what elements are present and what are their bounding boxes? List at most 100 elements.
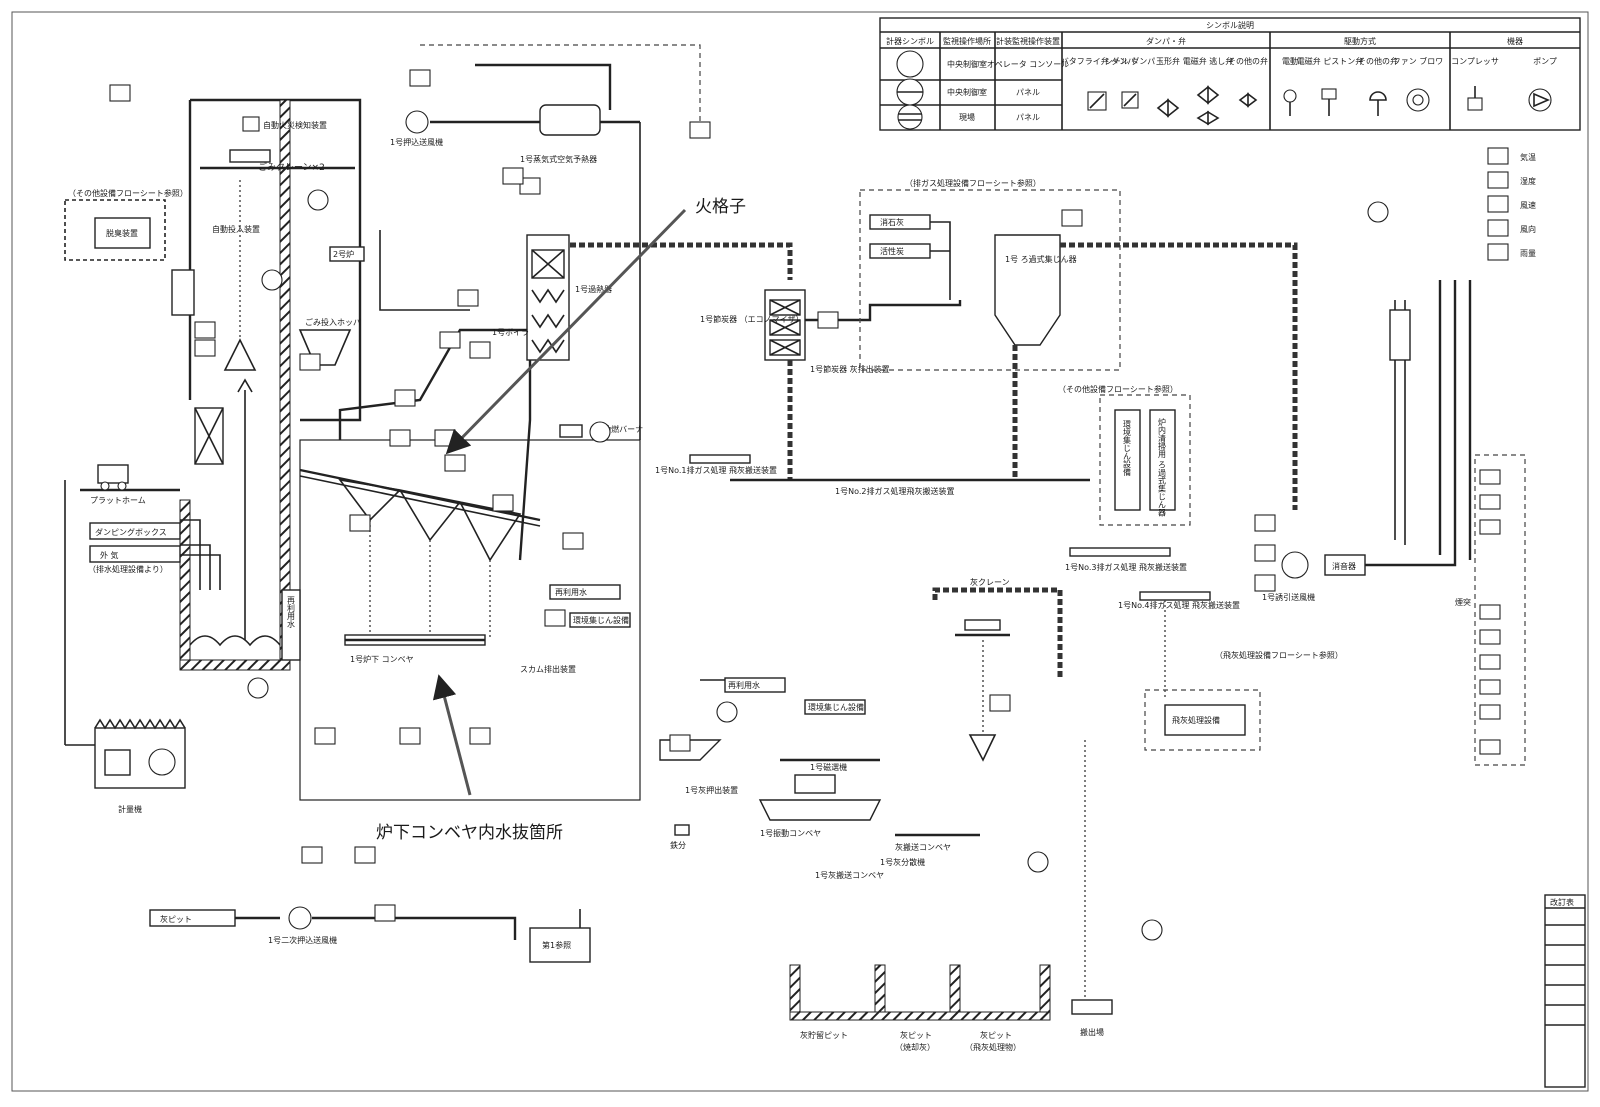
slaked-lime-label: 消石灰 — [880, 217, 904, 227]
primary-fan-icon — [405, 110, 429, 134]
legend-sub-0: バタフライ弁 ダンパ — [1061, 56, 1136, 66]
instrument-symbol-field-icon — [897, 104, 923, 130]
legend-header-2: 計装監視操作装置 — [996, 36, 1060, 46]
hopper-label: ごみ投入ホッパ — [305, 317, 361, 327]
weather-instruments: 気温 湿度 風速 風向 雨量 — [1487, 147, 1536, 261]
furnace-conveyor-label: 1号炉下 コンベヤ — [350, 654, 414, 664]
superheater-label: 1号過熱器 — [575, 284, 612, 294]
legend-header-5: 機器 — [1507, 36, 1523, 46]
loading-label: 搬出場 — [1080, 1027, 1104, 1037]
bag-filter-label: 1号 ろ過式集じん器 — [1005, 254, 1077, 264]
aux-burner-label: 1号助燃バーナ — [590, 424, 643, 434]
legend-sub-10: ポンプ — [1533, 57, 1557, 66]
vibrating-conveyor — [758, 799, 882, 821]
waste-crane-label: ごみクレーン×2 — [258, 161, 325, 173]
flue-gas-path: 1号節炭器 （エコノマイザ） 1号節炭器 灰排出装置 （排ガス処理設備フローシー… — [570, 178, 1298, 510]
env-dust-3-label: 環境集じん設備 — [808, 702, 864, 712]
bag-filter — [994, 234, 1061, 346]
reuse-water-3-label: 再利用水 — [728, 680, 760, 690]
annotations: 火格子 炉下コンベヤ内水抜箇所 — [376, 197, 746, 843]
scum-remover-label: スカム排出装置 — [520, 664, 576, 674]
ash-conveyors: 1号No.1排ガス処理 飛灰搬送装置 1号No.2排ガス処理飛灰搬送装置 1号N… — [655, 384, 1343, 751]
stack-label: 煙突 — [1455, 597, 1471, 607]
ash-treatment-ref-label: （飛灰処理設備フローシート参照） — [1215, 650, 1343, 660]
legend-header-4: 駆動方式 — [1344, 36, 1376, 46]
svg-text:風速: 風速 — [1520, 201, 1536, 210]
revision-table: 改訂表 — [1544, 894, 1586, 1088]
legend-row-1-place: 中央制御室 — [947, 87, 987, 97]
svg-text:湿度: 湿度 — [1520, 176, 1536, 186]
grab-bucket-icon — [223, 338, 257, 371]
legend-title: シンボル説明 — [1206, 20, 1254, 30]
instrument-symbol-icon — [896, 50, 924, 78]
fire-detector-icon — [242, 116, 260, 132]
pit-2-label: 灰ピット — [900, 1030, 932, 1040]
legend-sub-6: 電磁弁 ピストン弁 — [1297, 56, 1364, 66]
grate-annotation: 火格子 — [695, 197, 746, 217]
loading-truck-icon — [1071, 999, 1113, 1015]
legend-sub-9: コンプレッサ — [1451, 57, 1499, 66]
ash-crane-label: 灰クレーン — [970, 577, 1010, 587]
instrument-tags — [109, 69, 1389, 941]
weighbridge-label: 計量機 — [118, 804, 142, 814]
induced-fan-icon — [1281, 551, 1309, 579]
hopper: ごみ投入ホッパ 2号炉 自動投入装置 — [212, 224, 365, 366]
legend-row-2-place: 現場 — [959, 112, 975, 122]
gas-conveyor-3-label: 1号No.3排ガス処理 飛灰搬送装置 — [1065, 562, 1187, 572]
conveyor-drain-annotation: 炉下コンベヤ内水抜箇所 — [376, 823, 563, 843]
sheet-border — [11, 11, 1589, 1092]
globe-valve-icon — [1156, 98, 1180, 118]
primary-fan-label: 1号押込送風機 — [390, 137, 443, 147]
iron-label: 鉄分 — [670, 840, 686, 850]
truck-icon — [97, 464, 129, 484]
other-valve-icon — [1238, 92, 1258, 108]
reuse-water-label: 再利用水 — [287, 596, 296, 628]
secondary-fan-label: 1号二次押込送風機 — [268, 935, 337, 945]
grate-line — [299, 468, 541, 522]
legend-header-0: 計器シンボル — [886, 36, 934, 46]
legend-sub-4: その他の弁 — [1228, 56, 1268, 66]
motor-icon — [1283, 89, 1297, 103]
legend-row-0-device: オペレータ コンソール — [987, 60, 1070, 69]
stack-system: 1号誘引送風機 消音器 煙突 — [1262, 280, 1526, 766]
weather-item: 気温 — [1487, 147, 1536, 165]
pit-2-sub-label: （焼却灰） — [895, 1042, 935, 1052]
env-dust-label: 環境集じん設備 — [573, 615, 629, 625]
legend-sub-1: シール ダンパ — [1105, 56, 1156, 66]
legend-sub-3: 電磁弁 逃し弁 — [1183, 56, 1234, 66]
deodorizer-label: 脱臭装置 — [106, 228, 138, 238]
platform-label: プラットホーム — [90, 496, 146, 505]
svg-text:風向: 風向 — [1520, 224, 1536, 234]
piston-icon — [1321, 88, 1337, 100]
legend-table: シンボル説明 計器シンボル 監視操作場所 計装監視操作装置 ダンパ・弁 駆動方式… — [879, 17, 1581, 131]
reuse-water-block: 再利用水 再利用水 環境集じん設備 — [281, 584, 631, 661]
pit-3-label: 灰ピット — [980, 1030, 1012, 1040]
compressor-icon — [1467, 97, 1483, 111]
svg-text:雨量: 雨量 — [1520, 249, 1536, 258]
other-drive-icon — [1369, 91, 1387, 101]
weighbridge: 計量機 — [64, 480, 186, 814]
other-ref-2-label: （その他設備フローシート参照） — [1058, 384, 1178, 394]
ash-handling: 1号灰押出装置 鉄分 再利用水 環境集じん設備 1号振動コンベヤ 1号磁選機 灰… — [659, 577, 1113, 1052]
weather-item: 雨量 — [1487, 243, 1536, 261]
platform-area: プラットホーム ダンピングボックス 外 気 （排水処理設備より） — [80, 407, 224, 590]
legend-header-1: 監視操作場所 — [943, 36, 991, 46]
furnace: 1号炉下 コンベヤ スカム排出装置 1号過熱器 1号ボイラ 1号助燃バーナ — [299, 234, 643, 801]
revision-title: 改訂表 — [1550, 897, 1574, 907]
secondary-fan-icon — [288, 906, 312, 930]
reuse-water-2-label: 再利用水 — [555, 587, 587, 597]
air-system: 1号押込送風機 1号蒸気式空気予熱器 — [379, 44, 701, 440]
weather-item: 湿度 — [1487, 171, 1536, 189]
legend-row-0-place: 中央制御室 — [947, 59, 987, 69]
deodorizer-block: （その他設備フローシート参照） 脱臭装置 — [64, 188, 195, 316]
legend-sub-5: 電動 — [1282, 57, 1298, 66]
relief-valve-icon — [1196, 110, 1220, 126]
weather-item: 風速 — [1487, 195, 1536, 213]
legend-sub-7: その他の弁 — [1358, 56, 1398, 66]
legend-header-3: ダンパ・弁 — [1146, 36, 1186, 46]
auto-hopper-label: 自動投入装置 — [212, 224, 260, 234]
ash-treatment-label: 飛灰処理設備 — [1172, 715, 1220, 725]
fire-detector-label: 自動火災検知装置 — [263, 120, 327, 130]
legend-row-1-device: パネル — [1016, 88, 1040, 97]
